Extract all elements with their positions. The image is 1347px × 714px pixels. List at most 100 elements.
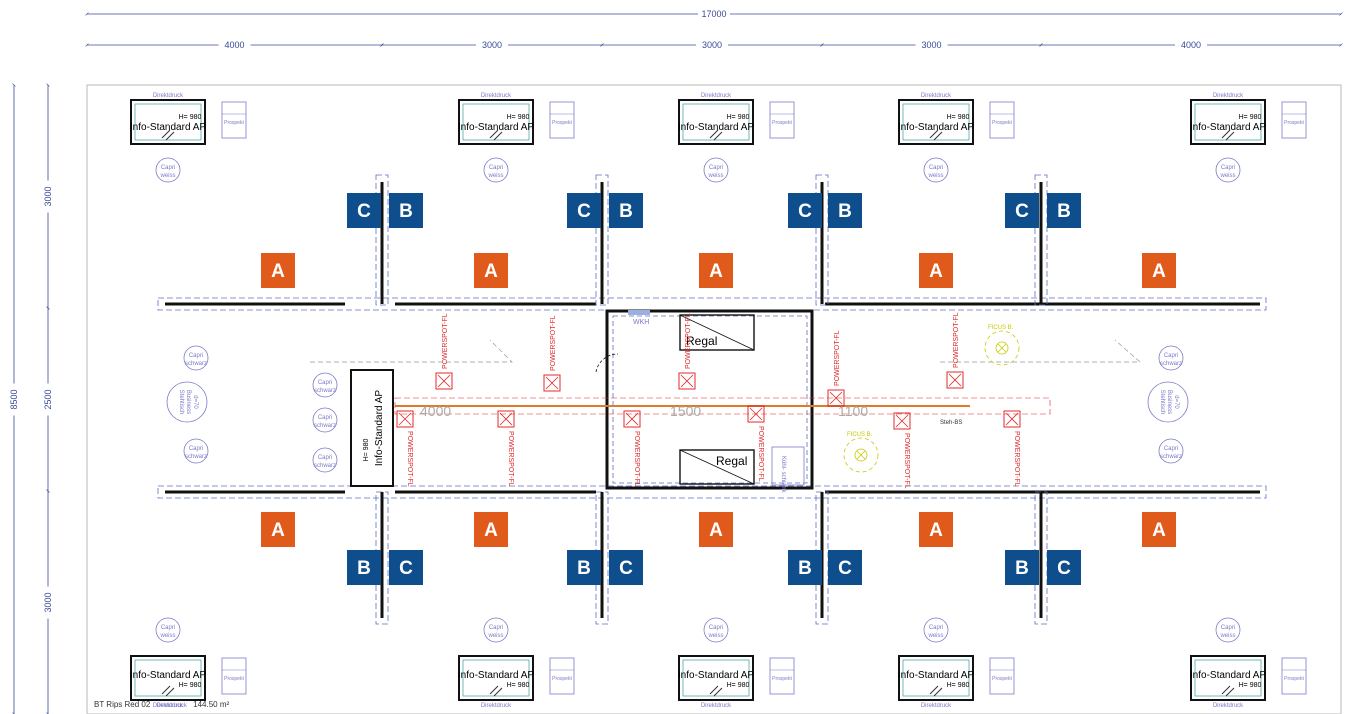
counter-label: Info-Standard AP — [678, 670, 754, 681]
powerspot-label: POWERSPOT-FL — [903, 433, 910, 489]
ficus-label: FICUS B. — [847, 432, 873, 438]
counter-body — [130, 655, 206, 701]
counter-top: Info-Standard APH= 980DirektdruckProspek… — [678, 93, 795, 145]
counter-label: Info-Standard AP — [1190, 122, 1266, 133]
stool-colour: schwarz — [314, 423, 336, 429]
zone-a: A — [474, 512, 508, 547]
counter-bottom: Info-Standard APH= 980DirektdruckProspek… — [130, 655, 247, 709]
powerspot: POWERSPOT-FL — [678, 313, 696, 390]
stool-seat — [312, 447, 338, 473]
counter-direktdruck: Direktdruck — [1213, 93, 1244, 99]
zone-box — [261, 512, 295, 547]
powerspot: POWERSPOT-FL — [497, 410, 515, 487]
powerspot-label: POWERSPOT-FL — [550, 315, 557, 371]
counter-body — [130, 99, 206, 145]
stool-seat — [703, 617, 729, 643]
zone-letter: B — [619, 201, 633, 222]
zone-c: C — [1047, 550, 1081, 585]
zone-a: A — [919, 512, 953, 547]
ficus-cross — [856, 450, 866, 460]
powerspot-label: POWERSPOT-FL — [953, 312, 960, 368]
zone-box — [788, 193, 822, 228]
zone-letter: B — [357, 558, 371, 579]
prospekt-stand — [549, 101, 575, 139]
stool-label: Capri — [709, 625, 723, 631]
counter-height: H= 980 — [1239, 682, 1262, 689]
zone-letter: B — [838, 201, 852, 222]
prospekt-label: Prospekt — [1284, 676, 1304, 682]
counter-top: Info-Standard APH= 980DirektdruckProspek… — [898, 93, 1015, 145]
stehtisch-label: d=70 — [192, 395, 198, 409]
zone-letter: C — [1015, 201, 1029, 222]
powerspot-body — [747, 405, 765, 423]
powerspot: POWERSPOT-FL — [827, 330, 845, 407]
stool-colour: schwarz — [185, 454, 207, 460]
powerspot-cross — [895, 414, 909, 428]
powerspot-label: POWERSPOT-FL — [1013, 431, 1020, 487]
island-counter-left: Info-Standard APH= 980 — [350, 369, 394, 487]
prospekt-stand — [769, 101, 795, 139]
stool-label: Capri — [318, 415, 332, 421]
zone-letter: C — [798, 201, 812, 222]
zone-letter: B — [577, 558, 591, 579]
counter-direktdruck: Direktdruck — [153, 703, 184, 709]
prospekt-stand — [989, 101, 1015, 139]
dim-segment-label: 4000 — [224, 40, 244, 50]
powerspot-body — [623, 410, 641, 428]
powerspot-cross — [398, 412, 412, 426]
zone-box — [1047, 550, 1081, 585]
counter-inner — [134, 103, 202, 141]
dim-1500-label: 1500 — [670, 403, 701, 419]
stool-label: Capri — [189, 446, 203, 452]
prospekt-label: Prospekt — [772, 676, 792, 682]
counter-socket — [709, 685, 723, 697]
prospekt-stand — [549, 657, 575, 695]
stehtisch-label: Stehtisch — [178, 390, 184, 415]
upper-divider-frame — [1034, 174, 1048, 306]
prospekt-stand — [1281, 101, 1307, 139]
zone-letter: C — [619, 558, 633, 579]
zone-letter: A — [484, 261, 498, 282]
stool-seat — [183, 345, 209, 371]
ficus-pot — [995, 341, 1009, 355]
zone-b: B — [788, 550, 822, 585]
stehtisch-label: Business — [185, 390, 191, 414]
counter-inner — [134, 659, 202, 697]
powerspot-body — [946, 371, 964, 389]
zone-box — [919, 253, 953, 288]
zone-letter: B — [1015, 558, 1029, 579]
powerspot-body — [435, 372, 453, 390]
stool-seat — [312, 372, 338, 398]
counter-label: Info-Standard AP — [1190, 670, 1266, 681]
prospekt-label: Prospekt — [552, 676, 572, 682]
counter-inner — [462, 103, 530, 141]
powerspot-label: POWERSPOT-FL — [507, 431, 514, 487]
zone-c: C — [1005, 193, 1039, 228]
dim-total-width-label: 17000 — [701, 9, 726, 19]
counter-socket — [489, 685, 503, 697]
zone-a: A — [699, 512, 733, 547]
zone-box — [828, 550, 862, 585]
zone-letter: C — [577, 201, 591, 222]
counter-label: Info-Standard AP — [458, 670, 534, 681]
stool-label: Capri — [161, 625, 175, 631]
counter-height: H= 980 — [507, 682, 530, 689]
stool-label: Capri — [318, 455, 332, 461]
dim-segment-label-bg — [1175, 39, 1207, 51]
zone-c: C — [788, 193, 822, 228]
stool-seat — [923, 617, 949, 643]
zone-box — [389, 193, 423, 228]
zone-letter: C — [1057, 558, 1071, 579]
dim-height-segment-label: 2500 — [43, 389, 53, 409]
counter-height: H= 980 — [507, 114, 530, 121]
zone-a: A — [474, 253, 508, 288]
counter-height: H= 980 — [727, 682, 750, 689]
stool-label: Capri — [489, 165, 503, 171]
ficus-right: FICUS B. — [984, 325, 1020, 366]
counter-label: Info-Standard AP — [130, 122, 206, 133]
powerspot-label: POWERSPOT-FL — [406, 431, 413, 487]
